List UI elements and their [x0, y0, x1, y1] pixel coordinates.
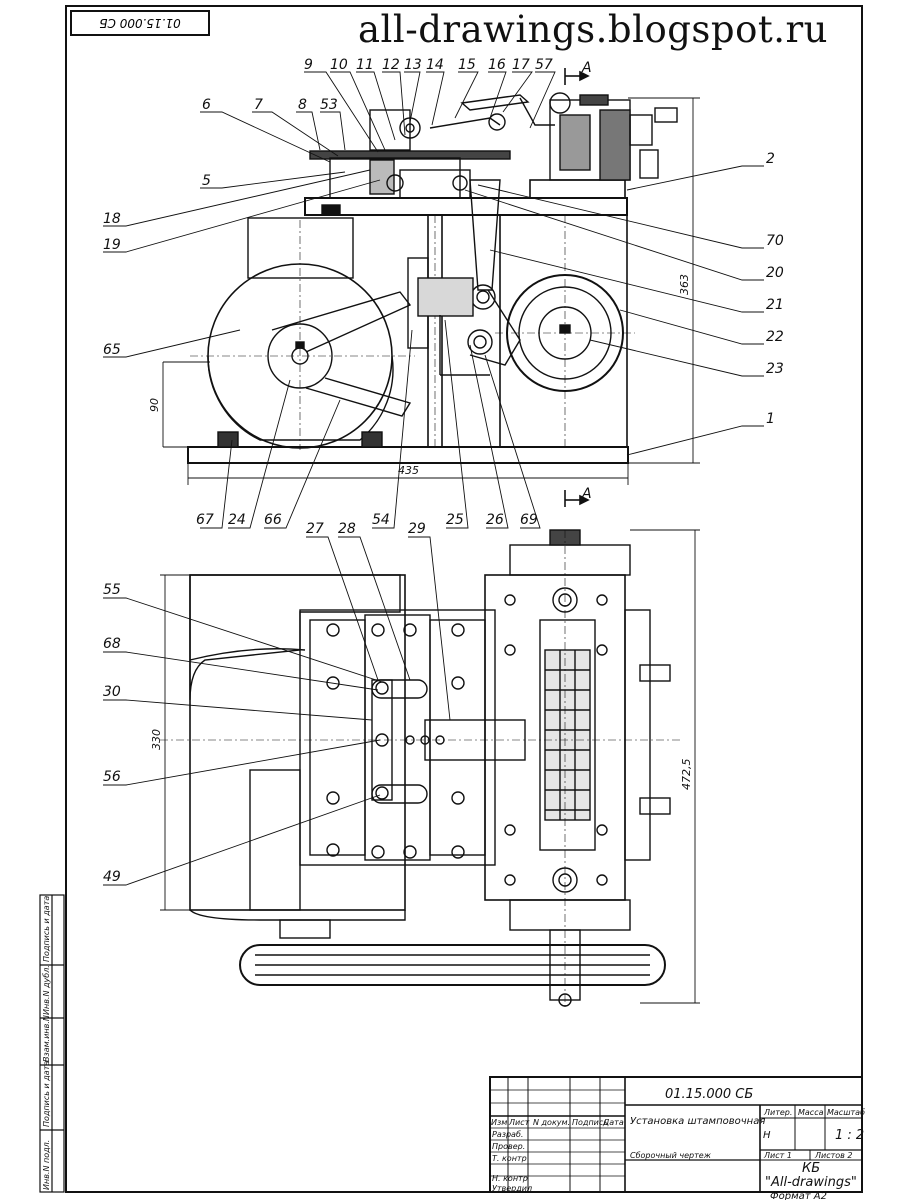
callout-53: 53	[320, 97, 338, 113]
dim-330: 330	[150, 729, 163, 750]
callout-16: 16	[488, 57, 506, 73]
tb-h-date: Дата	[602, 1118, 624, 1127]
plan-view	[160, 529, 680, 1010]
front-dimensions	[162, 97, 700, 485]
front-callouts: 9 10 11 12 13 14 15 16 17 57 6 7 8 53 5 …	[103, 57, 784, 528]
dim-435: 435	[398, 464, 419, 477]
tb-h-docno: N докум.	[533, 1118, 570, 1127]
plan-callouts: 27 28 29 55 68 30 56 49	[103, 521, 426, 885]
callout-20: 20	[766, 265, 784, 281]
callout-2: 2	[766, 151, 775, 167]
tb-sheets-label: Листов 2	[814, 1151, 853, 1160]
tb-org-line2: "All-drawings"	[765, 1175, 857, 1190]
side-strip-labels: Инв.N подл. Подпись и дата Взам.инв.N Ин…	[42, 896, 51, 1190]
callout-26: 26	[486, 512, 504, 528]
callout-12: 12	[382, 57, 400, 73]
callout-68: 68	[103, 636, 121, 652]
callout-8: 8	[298, 97, 307, 113]
callout-56: 56	[103, 769, 121, 785]
side-cell-vzam-inv: Взам.инв.N	[42, 1015, 51, 1062]
callout-25: 25	[446, 512, 464, 528]
callout-24: 24	[228, 512, 246, 528]
side-cell-inv-podl: Инв.N подл.	[42, 1140, 51, 1190]
tb-role-checked: Провер.	[492, 1142, 525, 1151]
callout-66: 66	[264, 512, 282, 528]
callout-1: 1	[766, 411, 775, 427]
callout-19: 19	[103, 237, 121, 253]
callout-13: 13	[404, 57, 422, 73]
callout-18: 18	[103, 211, 121, 227]
side-cell-sign-date-1: Подпись и дата	[42, 1061, 51, 1127]
tb-role-approved: Утвердил	[492, 1184, 532, 1193]
callout-22: 22	[766, 329, 784, 345]
callout-5: 5	[202, 173, 211, 189]
callout-28: 28	[338, 521, 356, 537]
tb-h-sign: Подпись	[572, 1118, 608, 1127]
callout-27: 27	[306, 521, 324, 537]
tb-sheet-label: Лист 1	[763, 1151, 792, 1160]
callout-30: 30	[103, 684, 121, 700]
section-marker-top	[564, 68, 590, 85]
front-leaders	[103, 71, 764, 529]
side-cell-inv-dubl: Инв.N дубл.	[42, 965, 51, 1015]
title-block-text: 01.15.000 СБ Установка штамповочная Сбор…	[491, 1087, 865, 1200]
callout-23: 23	[766, 361, 784, 377]
callout-9: 9	[304, 57, 313, 73]
callout-29: 29	[408, 521, 426, 537]
tb-role-tech: Т. контр	[492, 1154, 527, 1163]
section-marker-bottom	[564, 490, 590, 507]
callout-15: 15	[458, 57, 476, 73]
callout-65: 65	[103, 342, 121, 358]
front-view	[187, 92, 678, 464]
section-label-top: A	[581, 60, 592, 76]
tb-scale-value: 1 : 2	[835, 1128, 864, 1143]
plan-leaders	[103, 536, 451, 886]
callout-14: 14	[426, 57, 444, 73]
tb-doc-type: Сборочный чертеж	[630, 1151, 712, 1160]
dim-472-5: 472,5	[680, 759, 693, 791]
tb-liter-value: Н	[763, 1130, 771, 1141]
tb-h-mass: Масса	[798, 1108, 824, 1117]
callout-57: 57	[535, 57, 553, 73]
title-block-frame	[489, 1076, 863, 1193]
callout-69: 69	[520, 512, 538, 528]
tb-h-scale: Масштаб	[827, 1108, 865, 1117]
callout-21: 21	[766, 297, 784, 313]
callout-10: 10	[330, 57, 348, 73]
watermark-text: all-drawings.blogspot.ru	[358, 8, 829, 51]
side-cell-sign-date-2: Подпись и дата	[42, 896, 51, 962]
side-strip	[39, 894, 65, 1193]
callout-55: 55	[103, 582, 121, 598]
tb-role-developed: Разраб.	[492, 1130, 523, 1139]
rotated-code-box: 01.15.000 СБ	[70, 10, 210, 36]
callout-67: 67	[196, 512, 214, 528]
tb-designation: 01.15.000 СБ	[665, 1087, 753, 1102]
callout-17: 17	[512, 57, 530, 73]
callout-70: 70	[766, 233, 784, 249]
tb-h-sheet: Лист	[508, 1118, 530, 1127]
tb-role-norm: Н. контр	[492, 1174, 528, 1183]
callout-7: 7	[254, 97, 263, 113]
tb-format: Формат А2	[770, 1191, 827, 1200]
dim-90: 90	[148, 398, 161, 412]
callout-6: 6	[202, 97, 211, 113]
dim-363: 363	[678, 274, 691, 295]
section-label-bottom: A	[581, 486, 592, 502]
tb-h-change: Изм	[491, 1118, 507, 1127]
callout-11: 11	[356, 57, 374, 73]
plan-dimensions	[160, 529, 700, 1004]
callout-49: 49	[103, 869, 121, 885]
sheet-frame	[63, 5, 863, 1193]
tb-name: Установка штамповочная	[630, 1116, 765, 1127]
tb-org-line1: КБ	[802, 1161, 820, 1176]
callout-54: 54	[372, 512, 390, 528]
tb-h-liter: Литер.	[763, 1108, 792, 1117]
